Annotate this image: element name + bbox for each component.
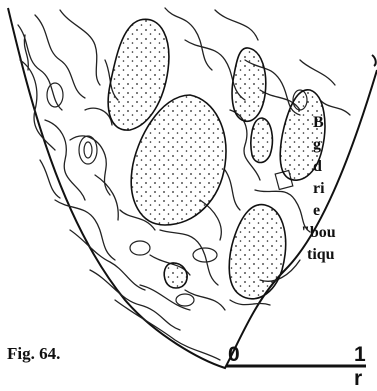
figure-label: Fig. 64.: [7, 343, 60, 364]
side-caption-fragment: B g d ri e "bou tiqu: [313, 112, 336, 266]
scale-start-label: 0: [228, 343, 240, 367]
side-text-line: ri: [313, 178, 336, 200]
side-text-line: tiqu: [307, 244, 336, 266]
side-text-line: d: [313, 156, 336, 178]
clast-upper-middle: [232, 48, 266, 121]
clast-mid-right-small: [251, 118, 272, 163]
clast-lower-small: [164, 263, 187, 288]
scale-end-label: 1 r: [354, 343, 377, 391]
side-text-line: "bou: [301, 222, 336, 244]
clast-lower-right: [229, 205, 285, 299]
side-text-line: e: [313, 200, 336, 222]
side-text-line: g: [313, 134, 336, 156]
edge-fragment: [372, 55, 376, 66]
side-text-line: B: [313, 112, 336, 134]
